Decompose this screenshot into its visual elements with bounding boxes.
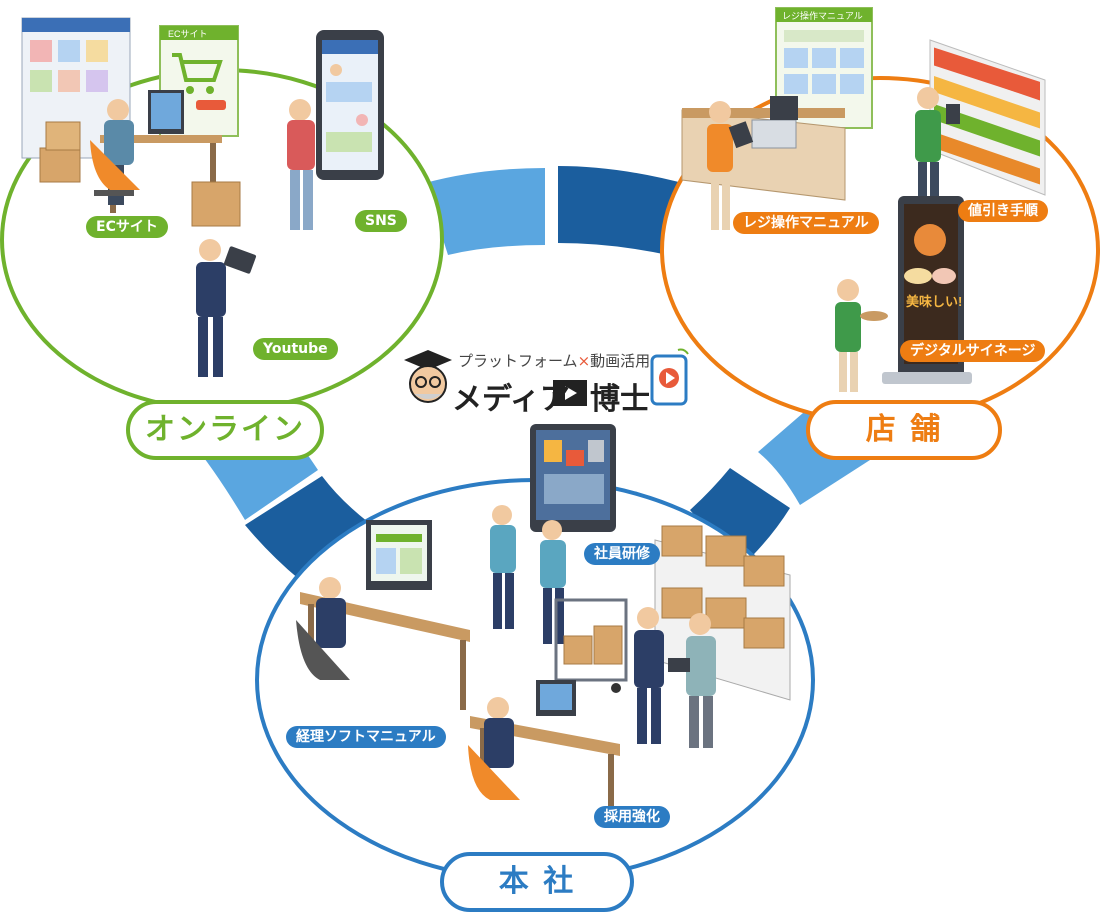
cart-with-boxes — [554, 598, 628, 693]
digital-signage-kiosk: 美味しい! — [882, 196, 972, 384]
hub-label-store: 店 舗 — [806, 400, 1002, 460]
logo-subtitle-a: プラットフォーム — [458, 352, 578, 370]
tag-accounting-manual: 経理ソフトマニュアル — [286, 726, 446, 748]
arc-segment-right-lower — [690, 468, 790, 568]
tablet-with-sns — [316, 30, 384, 180]
signage-text: 美味しい! — [906, 294, 962, 309]
arc-segment-top-right — [558, 166, 690, 255]
businessman-with-tablet — [196, 239, 257, 377]
cashier-staff — [707, 101, 754, 230]
logo-name-part-b: 博士 — [590, 382, 650, 417]
logo-subtitle-x: × — [577, 352, 591, 370]
video-phone-icon — [650, 348, 689, 406]
trainees — [490, 505, 566, 644]
shopping-cart-icon — [172, 53, 223, 82]
staff-with-tablet — [915, 87, 960, 208]
recruiter-desk — [468, 680, 620, 824]
tag-discount-procedure: 値引き手順 — [958, 200, 1048, 222]
tag-youtube: Youtube — [253, 338, 338, 360]
staff-serving-food — [835, 279, 888, 392]
tag-recruiting: 採用強化 — [594, 806, 670, 828]
factory-training-monitor — [530, 424, 616, 532]
logo-subtitle-b: 動画活用 — [590, 352, 651, 370]
tag-digital-signage: デジタルサイネージ — [900, 340, 1046, 362]
person-touching-tablet — [287, 99, 315, 230]
arc-segment-top-left — [425, 168, 545, 255]
hub-label-hq: 本 社 — [440, 852, 634, 912]
ec-screen-title: ECサイト — [168, 29, 208, 39]
professor-mascot-icon — [404, 350, 452, 403]
managers-with-tablet — [634, 607, 716, 748]
arc-segment-left-lower — [245, 476, 368, 580]
register-sign-text: レジ操作マニュアル — [782, 10, 863, 21]
film-play-icon — [553, 380, 587, 406]
tag-employee-training: 社員研修 — [584, 543, 660, 565]
tag-register-manual: レジ操作マニュアル — [733, 212, 879, 234]
accountant-desk — [296, 520, 470, 710]
logo-name-part-a: メディア — [452, 382, 570, 417]
cardboard-boxes — [39, 121, 241, 227]
logo-subtitle: プラットフォーム×動画活用 — [458, 350, 650, 371]
tag-ec-site: ECサイト — [86, 216, 168, 238]
worker-at-laptop — [90, 90, 222, 213]
hub-label-online: オンライン — [126, 400, 324, 460]
tag-sns: SNS — [355, 210, 407, 232]
product-shelves — [929, 39, 1046, 196]
